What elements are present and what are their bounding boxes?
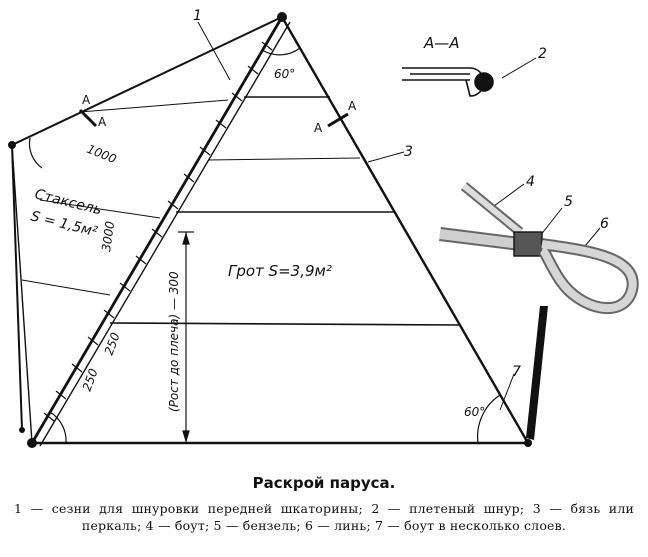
head-grommet (277, 12, 287, 22)
dimension-3000: 3000 (99, 220, 117, 253)
section-label: А—А (423, 34, 460, 52)
mainsail-mid-seam (207, 157, 361, 161)
lacing-mark (231, 92, 243, 102)
mast-line-inner (39, 21, 291, 447)
section-mark-label: А (98, 115, 107, 129)
angle-arc-bottom-left (49, 411, 67, 444)
angle-arc-bottom (477, 394, 501, 444)
dimension-1000: 1000 (85, 142, 119, 167)
lacing-mark (55, 390, 67, 400)
tack-grommet (27, 438, 37, 448)
lacing-mark (151, 228, 163, 238)
lacing-mark (87, 336, 99, 346)
section-mark-right (327, 112, 349, 128)
staysail-tack-grommet (19, 427, 25, 433)
leader-1 (197, 21, 231, 81)
mainsail-seam (109, 322, 460, 326)
leader-5 (539, 207, 563, 237)
lacing-mark (199, 146, 211, 156)
clew-grommet (524, 439, 532, 447)
callout-4: 4 (526, 174, 535, 190)
rope-detail (439, 182, 639, 314)
lacing-mark (261, 41, 273, 51)
lacing-mark (247, 65, 259, 75)
angle-label-top: 60° (274, 67, 295, 81)
angle-label-bottom: 60° (464, 405, 485, 419)
height-dimension-label: (Рост до плеча) — 300 (167, 271, 181, 412)
lacing-mark (215, 119, 227, 129)
callout-6: 6 (600, 216, 609, 232)
leader-3 (367, 151, 405, 163)
lacing-mark (71, 363, 83, 373)
staysail-seam (21, 279, 111, 296)
section-mark-left (78, 108, 98, 128)
caption-title: Раскрой паруса. (252, 474, 396, 492)
mast-line (30, 16, 284, 444)
height-dimension-arrow (182, 430, 190, 444)
callout-5: 5 (564, 194, 573, 210)
lacing-mark (103, 309, 115, 319)
lacing-mark (167, 200, 179, 210)
callout-3: 3 (404, 144, 413, 160)
staysail-foot (11, 144, 33, 444)
dimension-250: 250 (102, 330, 123, 357)
dimension-250: 250 (80, 366, 101, 393)
section-mark-label: А (82, 93, 91, 107)
lacing-mark (119, 282, 131, 292)
callout-7: 7 (512, 364, 521, 380)
staysail-seam (79, 99, 229, 113)
leader-7 (499, 373, 515, 411)
lacing-mark (135, 255, 147, 265)
leader-2 (501, 57, 537, 79)
mainsail-label: Грот S=3,9м² (228, 262, 332, 280)
section-mark-label: А (348, 99, 357, 113)
angle-arc-top (261, 47, 301, 56)
caption-legend: 1 — сезни для шнуровки передней шкаторин… (14, 501, 634, 533)
section-detail (402, 67, 494, 97)
staysail-grommet (8, 141, 16, 149)
callout-1: 1 (193, 8, 202, 24)
lacing-mark (43, 412, 55, 422)
height-dimension-arrow (182, 231, 190, 245)
leader-4 (493, 183, 525, 207)
reinforcement-arrow (526, 306, 548, 440)
lacing-mark (183, 173, 195, 183)
callout-2: 2 (538, 46, 547, 62)
section-mark-label: А (314, 121, 323, 135)
angle-arc-staysail (28, 137, 43, 169)
sail-cutting-diagram: А—А А А А А 1 2 3 4 5 6 7 60° 60° 1000 3… (8, 8, 639, 448)
staysail-seam (39, 199, 161, 219)
